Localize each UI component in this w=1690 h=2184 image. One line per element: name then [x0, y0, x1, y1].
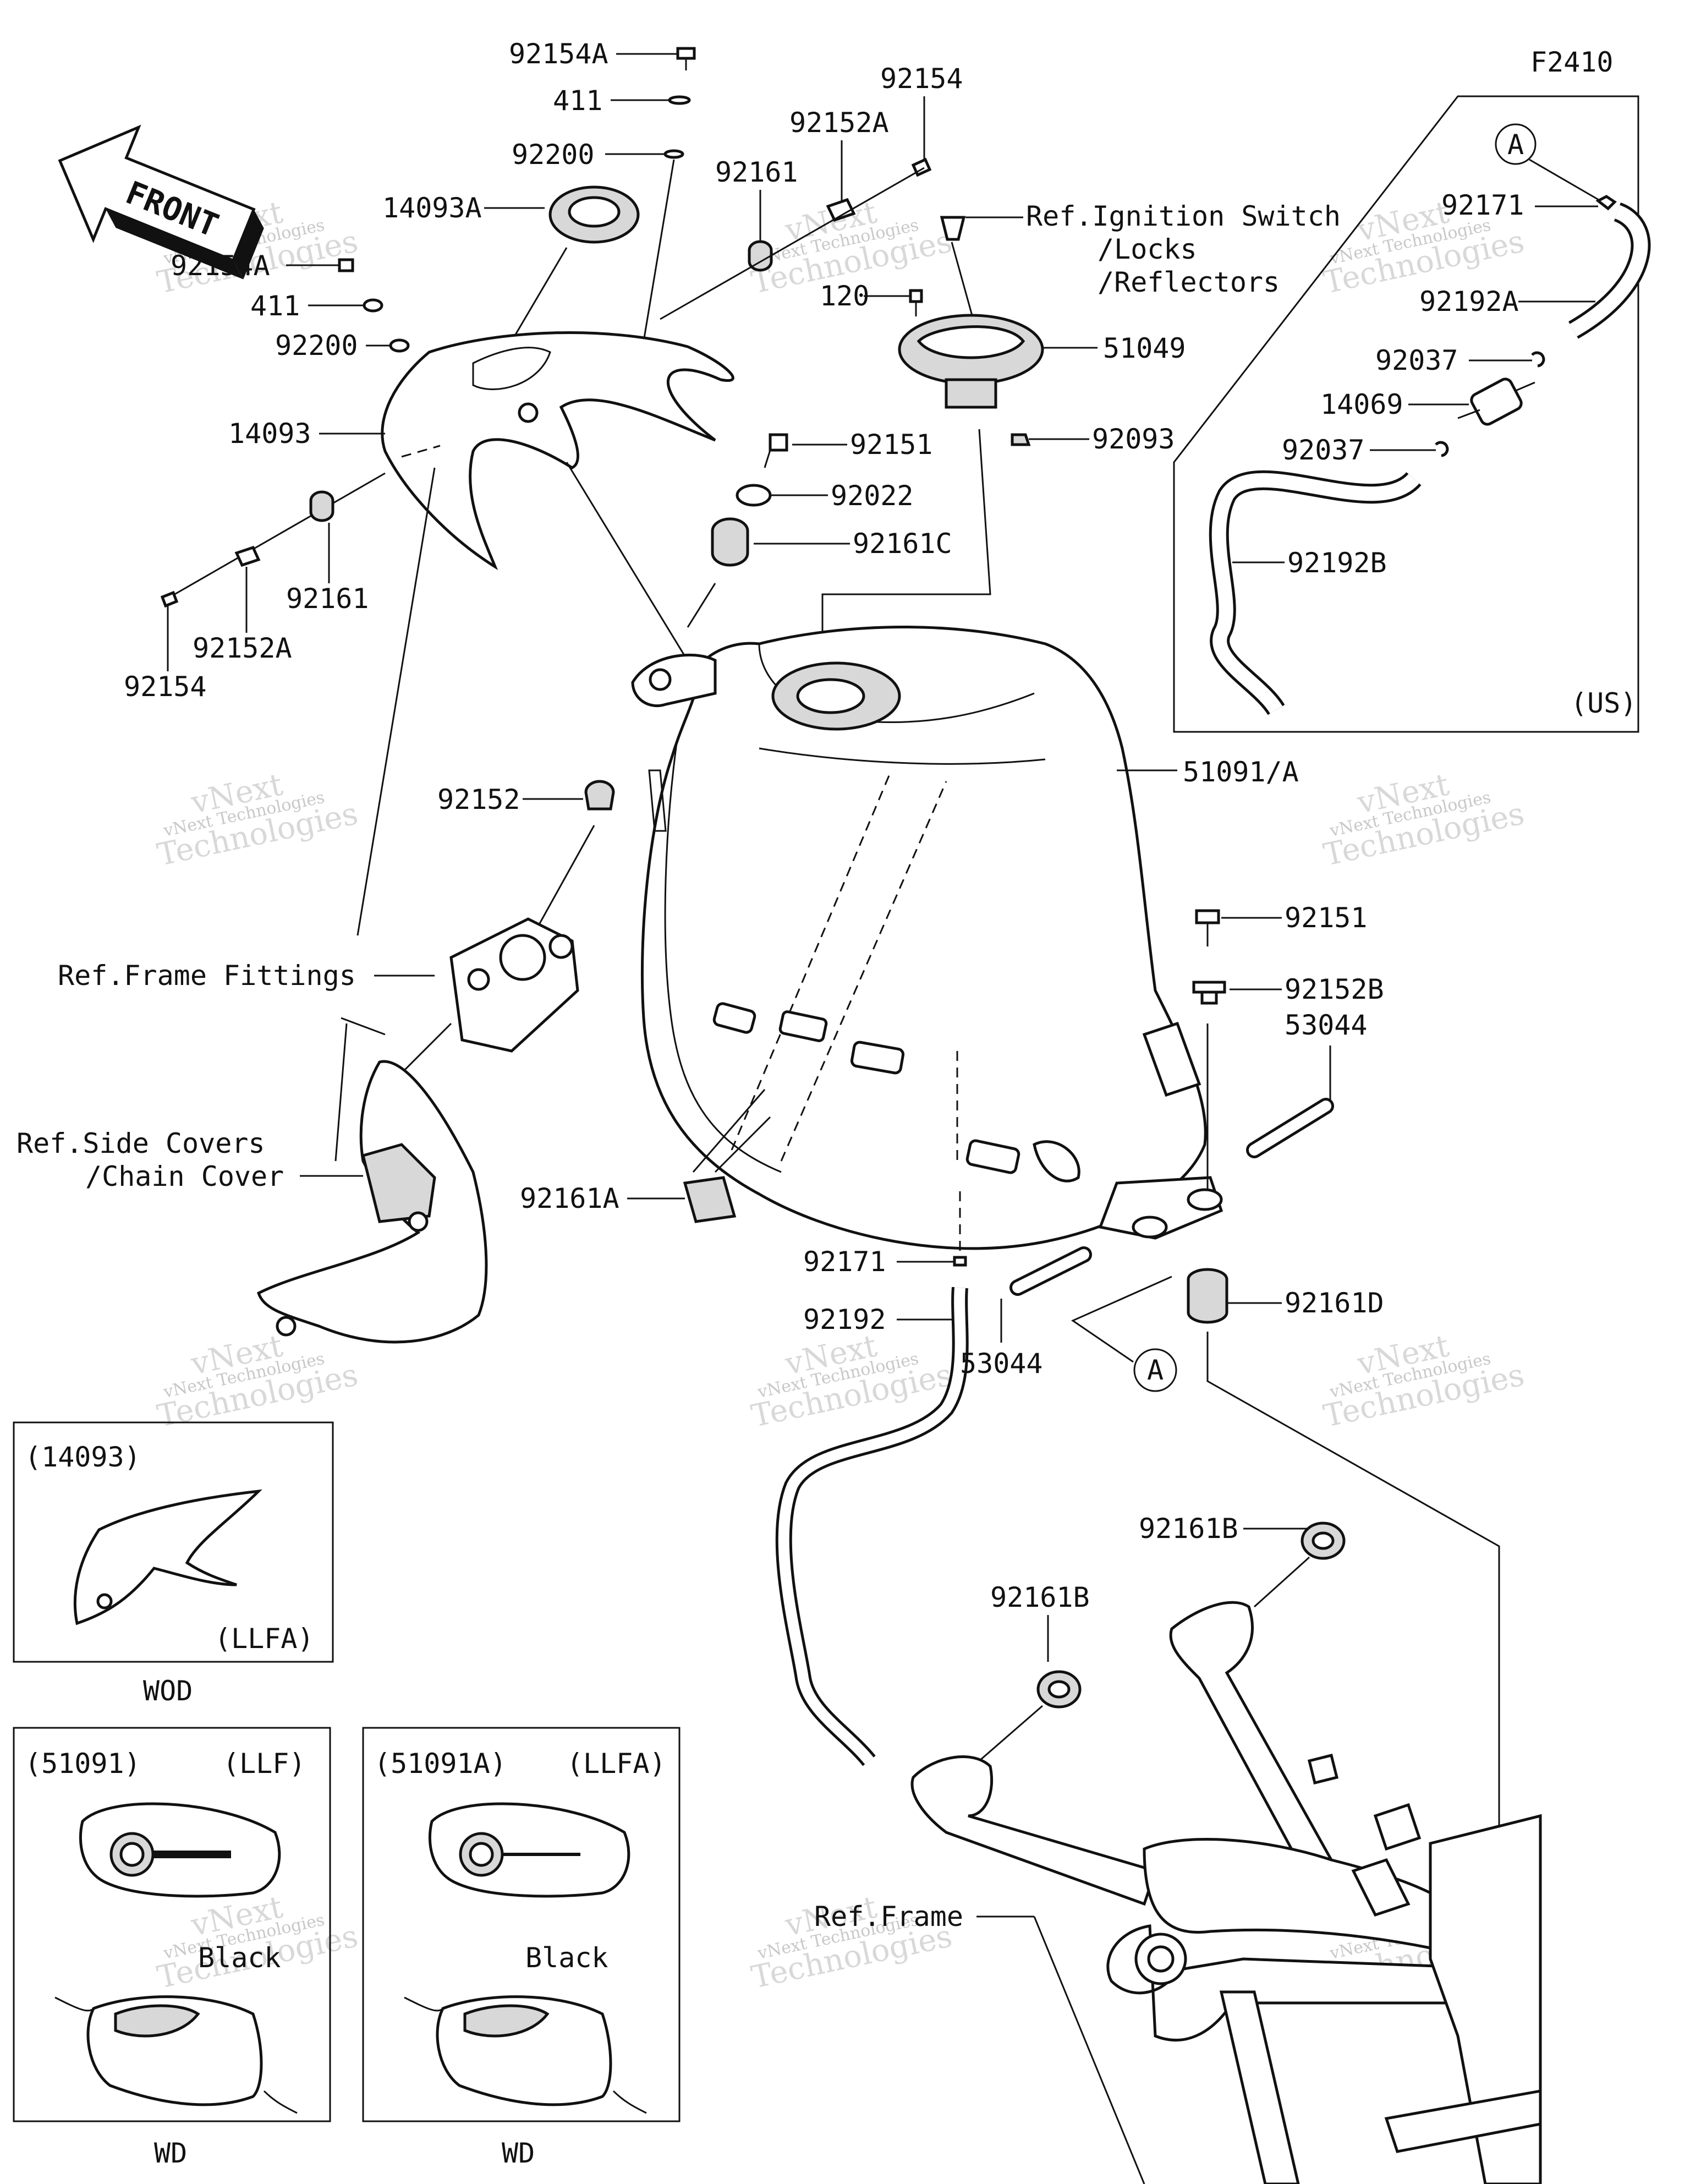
- figure-code: F2410: [1530, 46, 1614, 78]
- svg-text:Ref.Ignition Switch: Ref.Ignition Switch: [1026, 200, 1341, 232]
- svg-text:92161B: 92161B: [1139, 1513, 1238, 1545]
- svg-text:(LLF): (LLF): [223, 1748, 306, 1780]
- svg-text:92037: 92037: [1375, 344, 1458, 376]
- svg-text:92154A: 92154A: [509, 38, 608, 70]
- inset-14093: (14093) (LLFA) WOD: [13, 1421, 334, 1707]
- center-hoses: 92171 92192 53044 A: [775, 1191, 1177, 1766]
- inset-51091: (51091) (LLF) Black WD: [13, 1727, 331, 2169]
- left-fasteners-b: 92154A 411 92200: [171, 250, 410, 362]
- svg-text:92171: 92171: [1441, 189, 1524, 221]
- svg-text:WD: WD: [502, 2137, 535, 2169]
- svg-text:/Locks: /Locks: [1098, 233, 1197, 265]
- svg-text:92151: 92151: [850, 429, 933, 461]
- svg-text:A: A: [1507, 129, 1524, 161]
- svg-text:92161: 92161: [286, 583, 369, 615]
- svg-text:(14093): (14093): [25, 1441, 141, 1473]
- svg-text:WOD: WOD: [143, 1675, 193, 1707]
- svg-text:92192: 92192: [803, 1304, 886, 1335]
- svg-text:92152A: 92152A: [789, 107, 889, 139]
- svg-text:92161: 92161: [715, 156, 798, 188]
- left-grommet-set: 92161 92152A 92154: [124, 472, 386, 703]
- side-cover: Ref.Side Covers /Chain Cover: [17, 1060, 488, 1344]
- svg-text:Ref.Frame: Ref.Frame: [814, 1901, 963, 1933]
- svg-text:92037: 92037: [1282, 434, 1365, 466]
- svg-text:92022: 92022: [831, 480, 914, 512]
- fuel-tank-51091a: [631, 626, 1223, 1250]
- svg-text:(51091): (51091): [25, 1748, 141, 1780]
- svg-text:92200: 92200: [512, 139, 595, 171]
- svg-text:92151: 92151: [1285, 902, 1368, 934]
- svg-text:53044: 53044: [960, 1348, 1043, 1380]
- fuel-cap-51049: Ref.Ignition Switch /Locks /Reflectors 1…: [820, 200, 1341, 655]
- svg-text:WD: WD: [154, 2137, 187, 2169]
- svg-text:92093: 92093: [1092, 423, 1175, 455]
- svg-text:92200: 92200: [275, 330, 358, 362]
- svg-text:(51091A): (51091A): [374, 1748, 507, 1780]
- svg-text:92161A: 92161A: [520, 1183, 619, 1214]
- cap-ring-14093a: 14093A: [382, 185, 640, 342]
- svg-text:92161D: 92161D: [1285, 1287, 1384, 1319]
- svg-text:92154: 92154: [880, 63, 963, 95]
- inset-51091a: (51091A) (LLFA) Black WD: [362, 1727, 681, 2169]
- svg-text:Black: Black: [525, 1942, 608, 1974]
- frame: 92161B 92161B Ref.Frame: [814, 1513, 1542, 2184]
- right-fasteners: 92151 92152B 53044 92161D: [1187, 902, 1500, 1832]
- svg-text:92192A: 92192A: [1419, 286, 1519, 318]
- svg-text:Ref.Frame Fittings: Ref.Frame Fittings: [58, 960, 356, 992]
- tank-cover-14093: [381, 331, 734, 571]
- svg-text:92161B: 92161B: [990, 1581, 1090, 1613]
- frame-fittings: 92152 Ref.Frame Fittings: [58, 467, 615, 1162]
- center-mount-parts: 92151 92022 92161C: [566, 429, 952, 688]
- svg-text:92154: 92154: [124, 671, 207, 703]
- svg-text:411: 411: [250, 290, 300, 322]
- svg-text:51091/A: 51091/A: [1183, 756, 1299, 788]
- front-arrow: FRONT: [58, 124, 264, 280]
- svg-text:92152: 92152: [437, 784, 520, 815]
- svg-text:14093: 14093: [228, 418, 311, 450]
- svg-text:120: 120: [820, 280, 869, 312]
- svg-text:Ref.Side Covers: Ref.Side Covers: [17, 1127, 265, 1159]
- pad-92161a: 92161A: [520, 1089, 771, 1223]
- top-fasteners: 92154A 411 92200: [509, 38, 696, 342]
- svg-text:14069: 14069: [1320, 388, 1403, 420]
- svg-text:92152A: 92152A: [193, 632, 292, 664]
- svg-text:/Reflectors: /Reflectors: [1098, 266, 1280, 298]
- us-detail-box: A 92171 92192A 92037 14069 92037 92192B …: [1173, 95, 1651, 733]
- svg-text:51049: 51049: [1103, 332, 1186, 364]
- svg-text:14093A: 14093A: [382, 192, 482, 224]
- svg-text:/Chain Cover: /Chain Cover: [85, 1161, 284, 1192]
- svg-text:92171: 92171: [803, 1246, 886, 1278]
- svg-text:411: 411: [553, 85, 602, 117]
- svg-text:92152B: 92152B: [1285, 973, 1384, 1005]
- svg-text:(US): (US): [1571, 687, 1637, 719]
- svg-text:(LLFA): (LLFA): [567, 1748, 666, 1780]
- svg-text:92154A: 92154A: [171, 250, 270, 282]
- svg-text:92161C: 92161C: [853, 528, 952, 560]
- svg-text:Black: Black: [198, 1942, 281, 1974]
- svg-text:92192B: 92192B: [1287, 547, 1387, 579]
- svg-text:A: A: [1147, 1354, 1164, 1386]
- svg-text:(LLFA): (LLFA): [215, 1623, 314, 1655]
- top-center-fasteners: 92154 92152A 92161: [660, 63, 963, 320]
- svg-text:53044: 53044: [1285, 1009, 1368, 1041]
